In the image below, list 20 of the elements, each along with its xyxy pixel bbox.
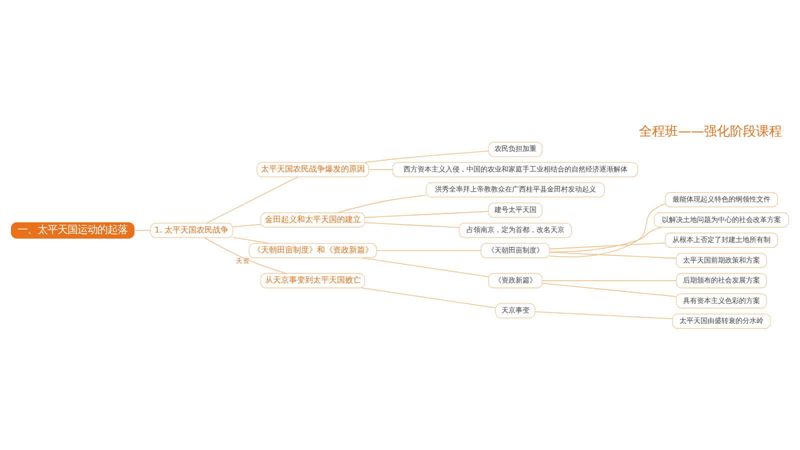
connector: [232, 224, 262, 227]
node-box: 一、太平天国运动的起落: [10, 222, 134, 238]
connector: [206, 176, 298, 224]
connector: [361, 287, 496, 308]
connector: [364, 222, 460, 228]
connector: [549, 226, 662, 252]
connector: [361, 256, 489, 277]
connector: [376, 250, 482, 251]
connector: [549, 251, 677, 258]
connector: [542, 280, 677, 281]
connector: [364, 150, 489, 162]
connector: [549, 202, 666, 257]
connector: [542, 282, 677, 296]
connector: [364, 210, 489, 218]
connector: [549, 242, 666, 249]
connector: [534, 310, 673, 319]
connector: [232, 236, 270, 244]
connector: [336, 194, 426, 213]
connector: [368, 168, 394, 170]
diagram-title: 全程班——强化阶段课程: [639, 124, 782, 140]
